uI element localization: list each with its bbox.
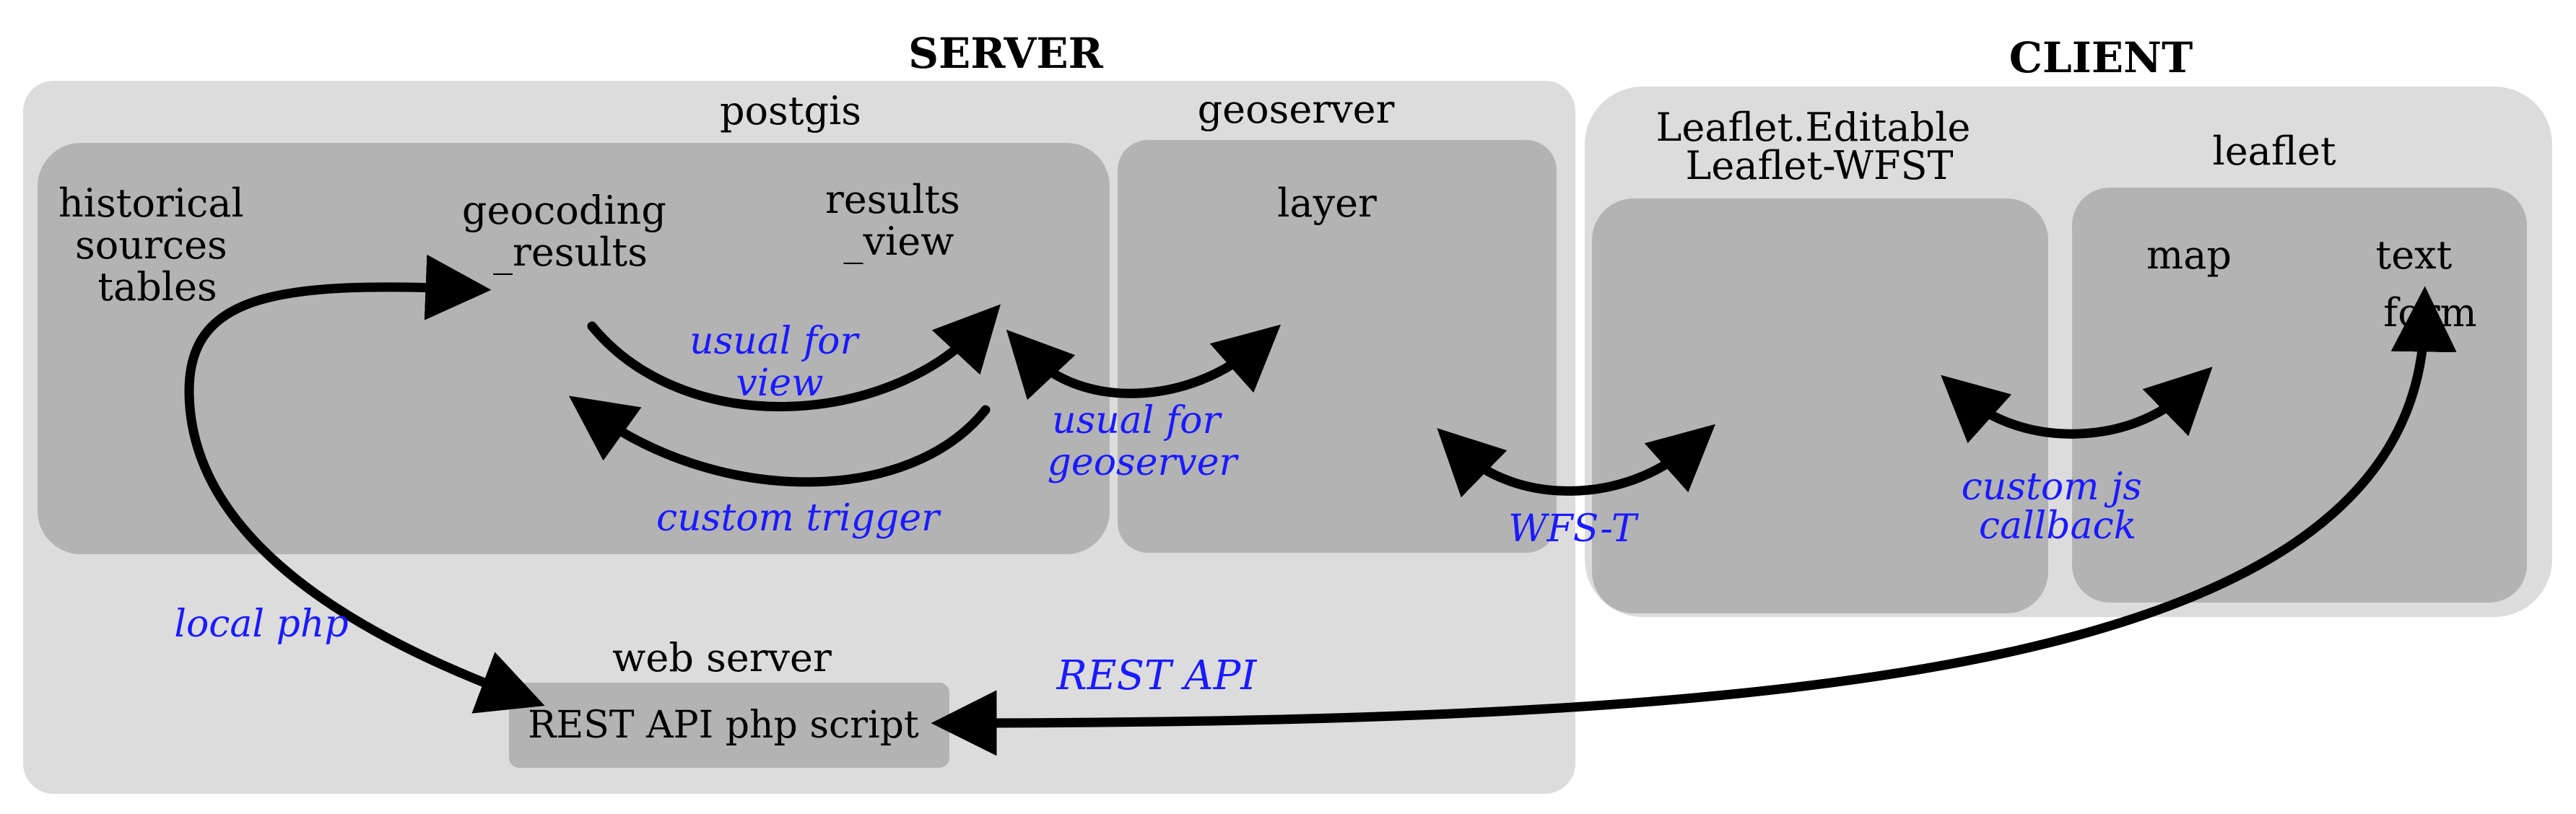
results-view-label: results _view	[825, 177, 972, 264]
custom-trigger-annotation: custom trigger	[656, 496, 941, 540]
server-title: SERVER	[908, 29, 1103, 78]
text-form-label: text form	[2376, 232, 2477, 336]
layer-label: layer	[1277, 180, 1377, 226]
rest-api-script-label: REST API php script	[528, 704, 919, 747]
postgis-label: postgis	[720, 88, 861, 134]
geoserver-label: geoserver	[1198, 87, 1395, 132]
local-php-annotation: local php	[174, 603, 348, 646]
usual-for-view-annotation: usual for view	[689, 320, 870, 405]
local-php-arrow	[184, 254, 545, 714]
rest-api-arrow	[931, 286, 2457, 756]
postgis-box	[38, 143, 1110, 554]
historical-sources-label: historical sources tables	[58, 180, 256, 310]
wfs-t-annotation: WFS-T	[1508, 507, 1639, 551]
editable-label: Leaflet.Editable Leaflet-WFST	[1656, 105, 1983, 188]
rest-api-annotation: REST API	[1056, 652, 1258, 699]
custom-js-callback-annotation: custom js callback	[1962, 465, 2154, 548]
rest-api-script-box	[509, 683, 949, 768]
client-title: CLIENT	[2009, 33, 2193, 82]
geocoding-results-label: geocoding _results	[462, 188, 679, 275]
web-server-label: web server	[612, 635, 832, 680]
map-label: map	[2146, 232, 2232, 278]
usual-for-geoserver-annotation: usual for geoserver	[1048, 399, 1240, 484]
leaflet-label: leaflet	[2212, 128, 2336, 174]
